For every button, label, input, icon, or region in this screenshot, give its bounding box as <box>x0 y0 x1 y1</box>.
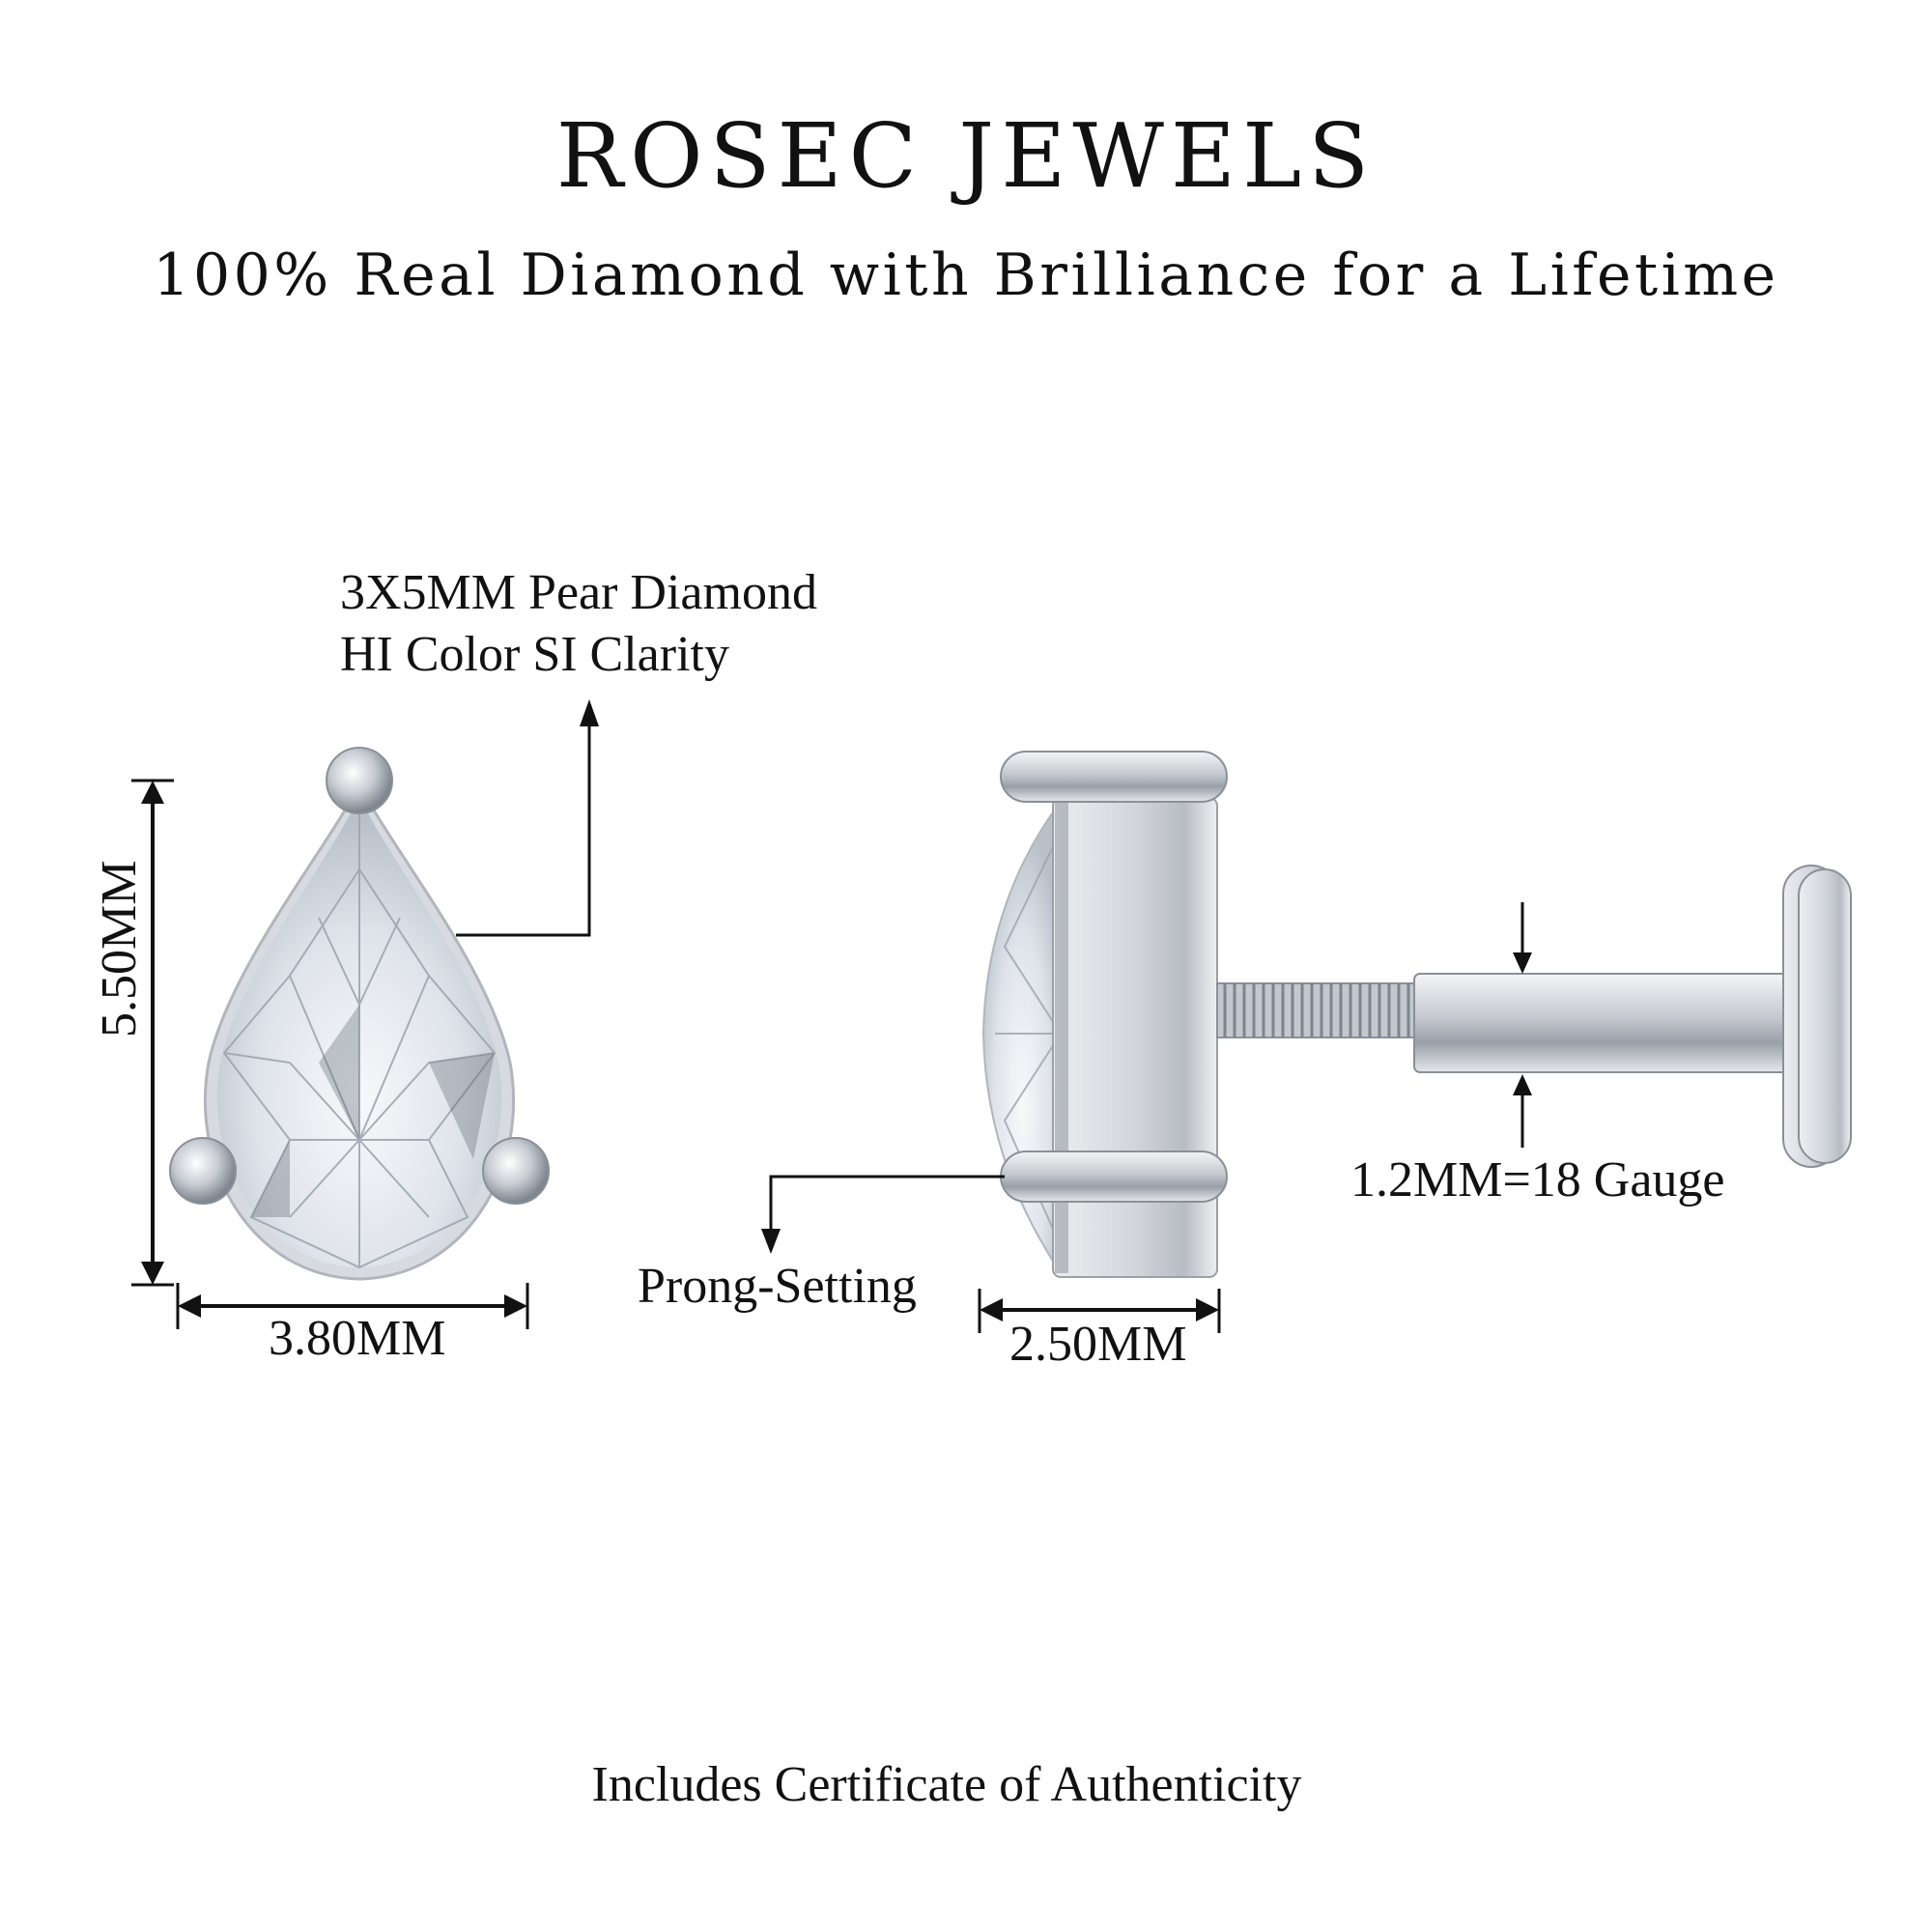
setting-body <box>1052 797 1218 1278</box>
labret-barrel <box>1413 973 1796 1073</box>
depth-label: 2.50MM <box>1009 1317 1187 1372</box>
width-dimension <box>176 1283 529 1329</box>
stone-quality-label: HI Color SI Clarity <box>340 627 729 682</box>
tagline: 100% Real Diamond with Brilliance for a … <box>153 242 1779 309</box>
upper-prong-bar <box>1000 751 1228 803</box>
gauge-dimension <box>1513 902 1532 1148</box>
threaded-post <box>1216 982 1417 1038</box>
height-label: 5.50MM <box>92 860 147 1037</box>
prong-setting-label: Prong-Setting <box>638 1259 917 1314</box>
lower-prong-bar <box>1000 1151 1228 1203</box>
right-prong <box>482 1137 550 1205</box>
brand-title: ROSEC JEWELS <box>555 104 1377 208</box>
gauge-label: 1.2MM=18 Gauge <box>1350 1152 1725 1208</box>
prong-leader <box>761 1175 1005 1254</box>
pear-diamond-front <box>169 747 550 1281</box>
stone-leader <box>456 699 599 937</box>
width-label: 3.80MM <box>269 1311 446 1366</box>
stone-spec-label: 3X5MM Pear Diamond <box>340 565 817 620</box>
top-prong <box>326 747 393 814</box>
depth-dimension <box>978 1289 1221 1333</box>
certificate-note: Includes Certificate of Authenticity <box>591 1757 1302 1812</box>
left-prong <box>169 1137 237 1205</box>
height-dimension <box>131 779 174 1287</box>
earring-side-view <box>981 751 1852 1278</box>
